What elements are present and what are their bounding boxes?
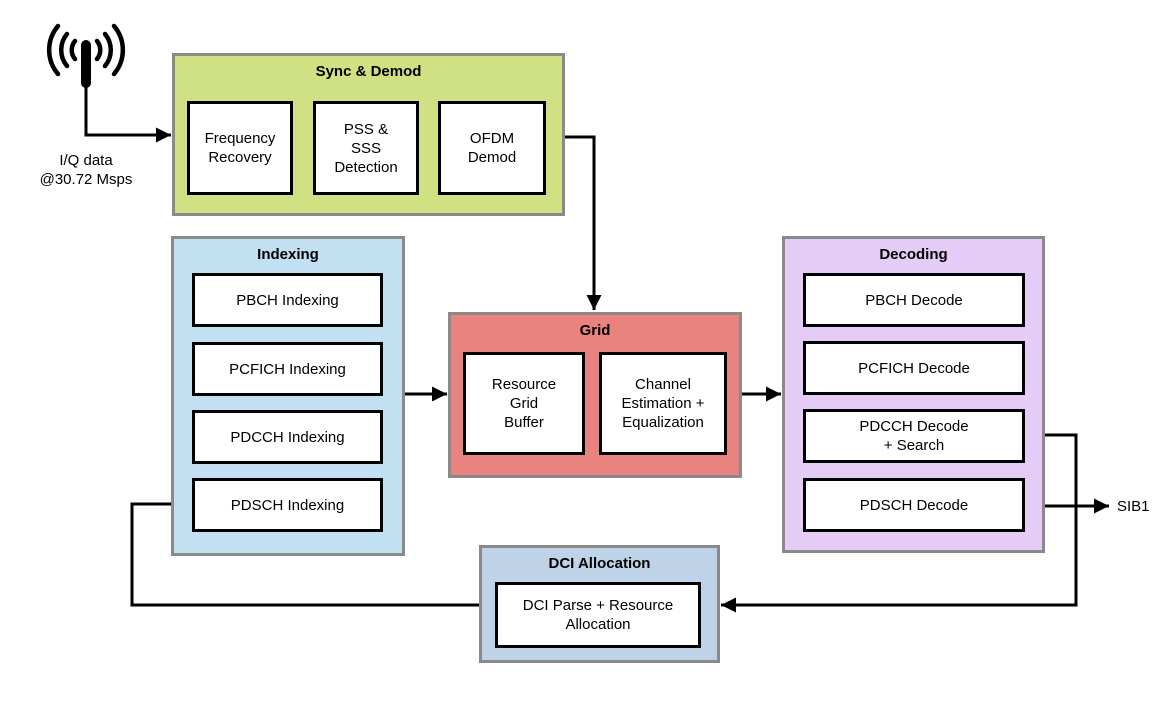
block-ofdm-demod: OFDM Demod [438,101,546,195]
group-title-indexing: Indexing [257,246,319,263]
block-pbch-decode: PBCH Decode [803,273,1025,327]
wire-sync-demod-to-grid [565,135,602,310]
block-frequency-recovery: Frequency Recovery [187,101,293,195]
wire-pdcch-decode-to-dci-allocation [721,433,1078,613]
block-pdcch-indexing: PDCCH Indexing [192,410,383,464]
group-title-grid: Grid [579,322,611,339]
block-dci-parse-resource-allocation: DCI Parse + Resource Allocation [495,582,701,648]
group-title-sync-demod: Sync & Demod [315,63,422,80]
antenna-icon [46,23,126,88]
block-resource-grid-buffer: Resource Grid Buffer [463,352,585,455]
block-pcfich-indexing: PCFICH Indexing [192,342,383,396]
antenna-wave-right-1 [94,38,103,62]
group-decoding: Decoding PBCH Decode PCFICH Decode PDCCH… [782,236,1045,553]
block-pdsch-decode: PDSCH Decode [803,478,1025,532]
input-signal-label: I/Q data @30.72 Msps [39,152,133,188]
antenna-wave-right-3 [111,23,126,77]
group-dci-allocation: DCI Allocation DCI Parse + Resource Allo… [479,545,720,663]
group-title-decoding: Decoding [879,246,948,263]
group-grid: Grid Resource Grid Buffer Channel Estima… [448,312,742,478]
group-sync-demod: Sync & Demod Frequency Recovery PSS & SS… [172,53,565,216]
block-pcfich-decode: PCFICH Decode [803,341,1025,395]
output-sib1-label: SIB1 [1117,498,1150,515]
block-channel-estimation-equalization: Channel Estimation + Equalization [599,352,727,455]
antenna-wave-left-2 [59,31,70,69]
block-pdcch-decode-search: PDCCH Decode + Search [803,409,1025,463]
block-pss-sss-detection: PSS & SSS Detection [313,101,419,195]
antenna-wave-left-3 [46,23,61,77]
group-title-dci-allocation: DCI Allocation [548,555,651,572]
antenna-wave-right-2 [102,31,113,69]
block-pbch-indexing: PBCH Indexing [192,273,383,327]
group-indexing: Indexing PBCH Indexing PCFICH Indexing P… [171,236,405,556]
block-pdsch-indexing: PDSCH Indexing [192,478,383,532]
antenna-wave-left-1 [69,38,78,62]
wire-antenna-to-sync-demod [84,83,171,143]
wire-dci-allocation-to-pdsch-indexing [130,496,479,607]
